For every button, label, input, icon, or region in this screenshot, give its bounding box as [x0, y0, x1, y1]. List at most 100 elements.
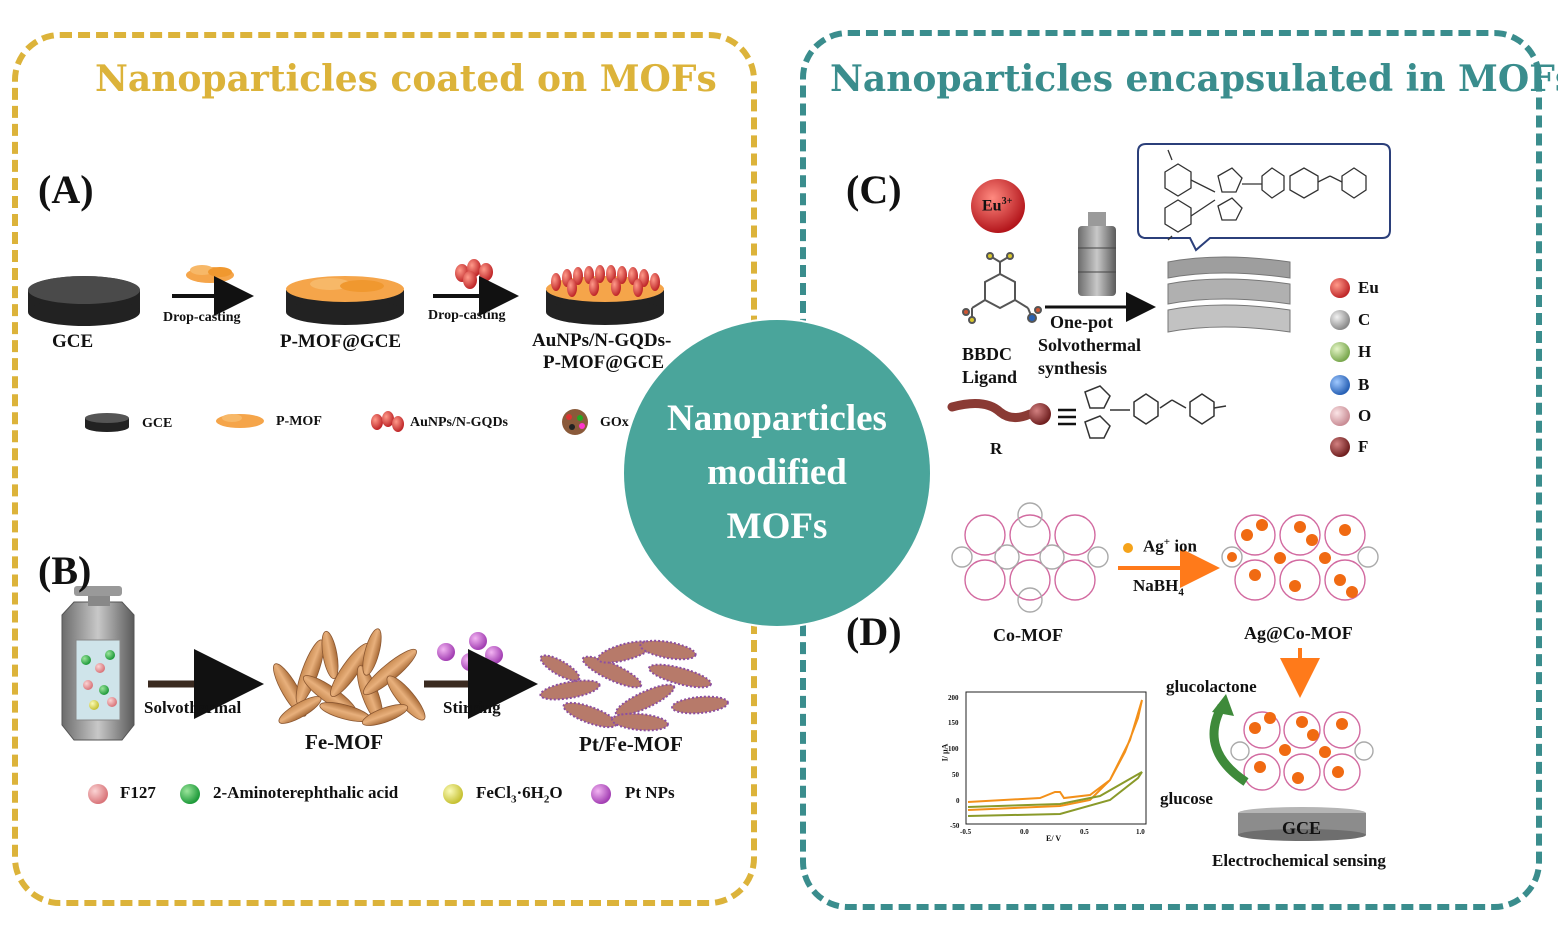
panel-b-letter: (B): [38, 548, 92, 593]
ag-co-mof-lattice: [1221, 514, 1379, 601]
legend-f-sphere: [1330, 437, 1350, 457]
legend-o-sphere: [1330, 406, 1350, 426]
legend-label-f: F: [1358, 437, 1369, 456]
aunps-icon: [455, 259, 493, 289]
label-electrochemical-sensing: Electrochemical sensing: [1212, 851, 1386, 870]
equivalence-symbol: [1058, 408, 1076, 426]
cv-xtick-05: 0.5: [1080, 828, 1089, 836]
legend-label-c: C: [1358, 310, 1371, 329]
legend-pmof-icon: [216, 414, 264, 428]
cv-ytick-200: 200: [948, 694, 959, 702]
label-gce-d: GCE: [1282, 818, 1322, 838]
layered-mof-sheets: [1167, 256, 1291, 333]
label-ligand: Ligand: [962, 367, 1018, 387]
co-mof-lattice: [951, 502, 1109, 613]
pmof-clump-icon: [186, 265, 234, 283]
label-solvothermal-c: Solvothermal: [1038, 335, 1141, 355]
legend-f127-sphere: [88, 784, 108, 804]
ag-ion-dot: [1123, 543, 1133, 553]
label-bbdc: BBDC: [962, 344, 1013, 364]
legend-gce-icon: [85, 413, 129, 432]
label-stirring: Stirring: [443, 698, 501, 717]
gce-electrode-bar: [1238, 807, 1366, 841]
label-co-mof: Co-MOF: [993, 625, 1063, 645]
glucose-conversion-arrow: [1209, 703, 1249, 786]
bodipy-r-structure: [1084, 385, 1227, 439]
label-aunps-ngqds: AuNPs/N-GQDs-: [532, 330, 672, 351]
legend-eu-sphere: [1330, 278, 1350, 298]
gce-disk-3: [546, 265, 664, 325]
legend-label-gce: GCE: [142, 416, 173, 431]
legend-h-sphere: [1330, 342, 1350, 362]
gce-disk-2: [286, 276, 404, 325]
legend-label-gox: GOx: [600, 415, 629, 430]
label-glucose: glucose: [1160, 789, 1213, 808]
label-synthesis: synthesis: [1038, 358, 1108, 378]
label-ag-ion: Ag+ ion: [1143, 536, 1197, 556]
panel-a-letter: (A): [38, 167, 94, 212]
gce-disk-1: [28, 276, 140, 326]
label-fe-mof: Fe-MOF: [305, 730, 384, 754]
bbdc-ligand-structure: [962, 252, 1042, 324]
legend-label-eu: Eu: [1358, 278, 1379, 297]
legend-label-aminoterephthalic: 2-Aminoterephthalic acid: [213, 783, 399, 802]
label-r-group: R: [990, 439, 1003, 458]
label-solvothermal: Solvothermal: [144, 698, 242, 717]
cv-ytick-neg50: -50: [950, 822, 960, 830]
autoclave-icon: [61, 586, 135, 741]
eu-ion-sphere: [971, 179, 1025, 233]
cv-xtick-0: 0.0: [1020, 828, 1029, 836]
legend-fecl3-sphere: [443, 784, 463, 804]
cv-ytick-100: 100: [948, 745, 959, 753]
left-section-title: Nanoparticles coated on MOFs: [95, 58, 717, 100]
label-pmof-gce: P-MOF@GCE: [280, 331, 402, 352]
eu-ion-label: Eu3+: [982, 196, 1013, 215]
center-topic-circle: Nanoparticles modified MOFs: [624, 320, 930, 626]
label-nabh4: NaBH4: [1133, 576, 1184, 599]
legend-b-sphere: [1330, 375, 1350, 395]
small-autoclave-icon: [1078, 212, 1116, 296]
pt-nps-icon: [437, 632, 503, 671]
legend-label-pmof: P-MOF: [276, 414, 322, 429]
legend-label-o: O: [1358, 406, 1372, 425]
label-one-pot: One-pot: [1050, 312, 1113, 332]
cv-xtick-1: 1.0: [1136, 828, 1145, 836]
cv-xtick-neg05: -0.5: [960, 828, 972, 836]
legend-pt-sphere: [591, 784, 611, 804]
legend-label-aunps: AuNPs/N-GQDs: [410, 415, 509, 430]
panel-c-letter: (C): [846, 167, 902, 212]
legend-label-h: H: [1358, 342, 1372, 361]
label-ag-co-mof: Ag@Co-MOF: [1244, 623, 1353, 643]
legend-gox-icon: [562, 409, 588, 435]
label-pt-fe-mof: Pt/Fe-MOF: [579, 732, 683, 756]
legend-aminoterephthalic-sphere: [180, 784, 200, 804]
cv-ytick-0: 0: [956, 797, 960, 805]
ag-co-mof-on-electrode: [1230, 711, 1374, 791]
center-line-3: MOFs: [726, 506, 828, 547]
fe-mof-cluster: [273, 628, 426, 726]
label-pmof-gce-2: P-MOF@GCE: [543, 352, 665, 373]
bodipy-structure-callout: [1137, 143, 1391, 252]
cv-ytick-150: 150: [948, 719, 959, 727]
legend-aunps-icon: [371, 411, 404, 432]
label-drop-casting-2: Drop-casting: [428, 308, 506, 323]
panel-d-letter: (D): [846, 609, 902, 654]
glucose-conversion-arrowhead: [1212, 694, 1234, 716]
pt-fe-mof-cluster: [539, 639, 729, 732]
right-section-title: Nanoparticles encapsulated in MOFs: [830, 58, 1558, 100]
cv-ytick-50: 50: [952, 771, 959, 779]
legend-label-fecl3: FeCl3·6H2O: [476, 783, 563, 806]
center-line-1: Nanoparticles: [667, 398, 887, 439]
label-gce: GCE: [52, 331, 94, 352]
cv-plot: [965, 691, 1147, 825]
label-drop-casting-1: Drop-casting: [163, 310, 241, 325]
center-line-2: modified: [707, 452, 847, 493]
r-group-icon: [947, 398, 1051, 425]
legend-label-f127: F127: [120, 783, 156, 802]
legend-label-pt-nps: Pt NPs: [625, 783, 675, 802]
cv-xlabel: E/ V: [1046, 834, 1062, 843]
legend-label-b: B: [1358, 375, 1370, 394]
legend-c-sphere: [1330, 310, 1350, 330]
label-glucolactone: glucolactone: [1166, 677, 1257, 696]
